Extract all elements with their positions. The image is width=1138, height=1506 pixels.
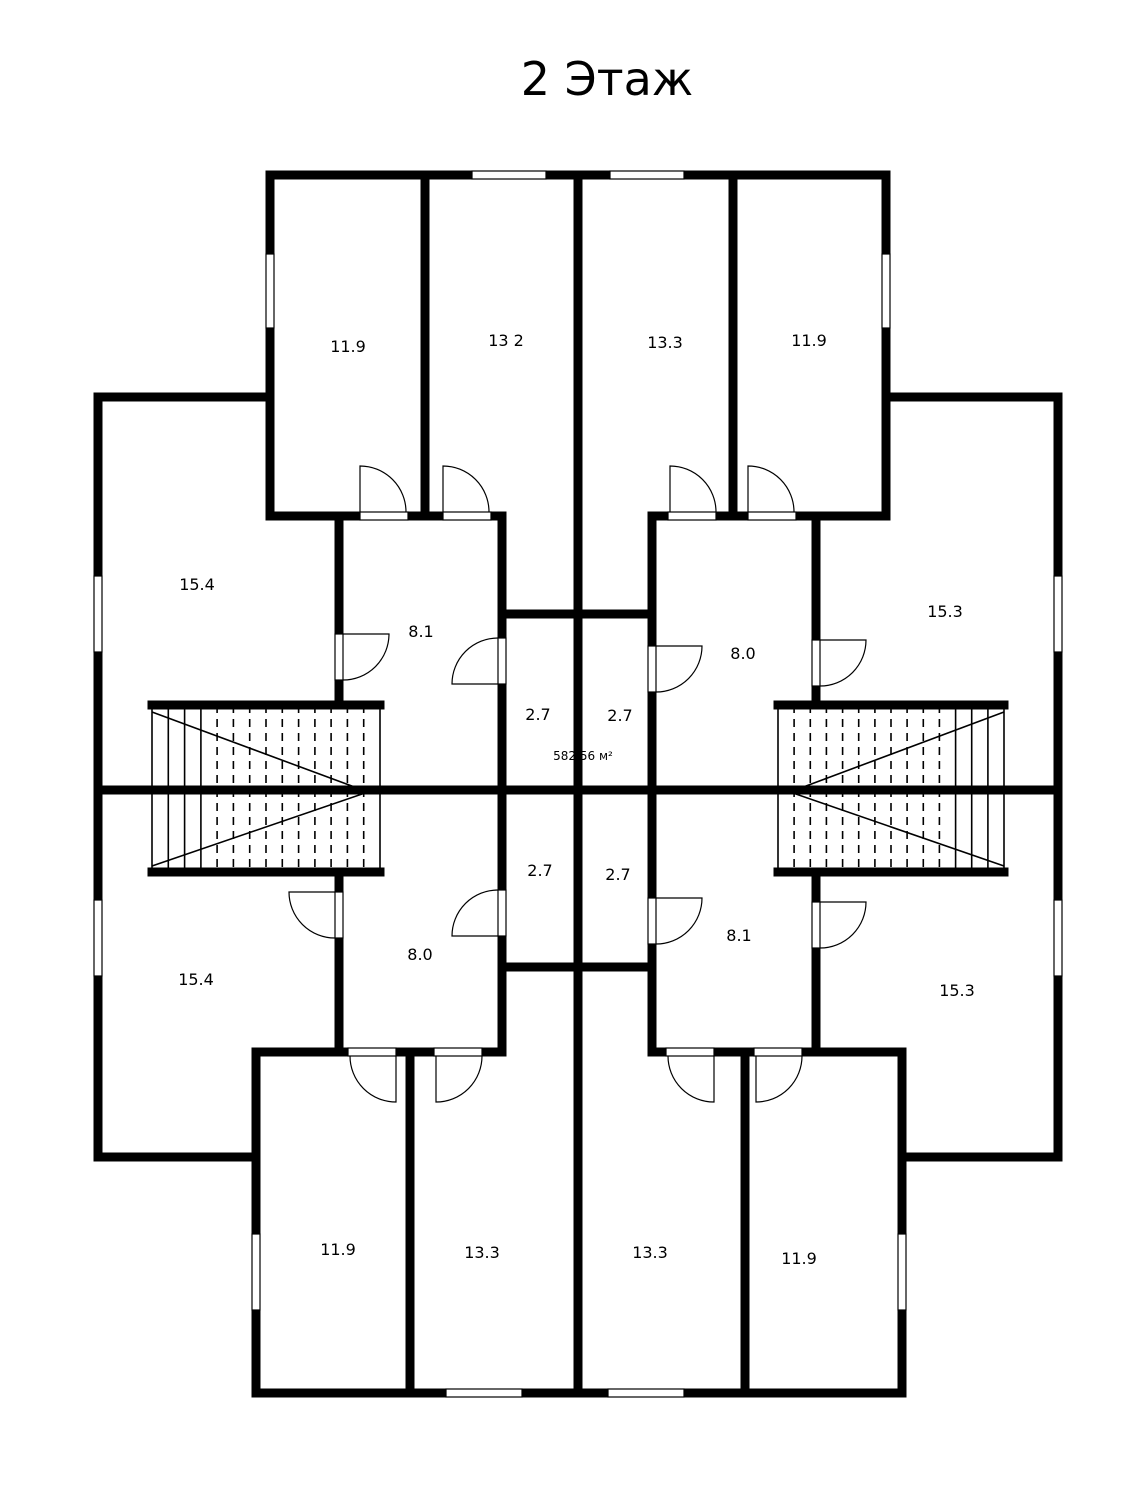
door-swing [655,645,703,693]
door-opening [497,889,507,937]
window [607,1388,685,1398]
door-swing [747,465,795,513]
bottom-bedrooms-top-wall-right [647,1047,907,1162]
total-area-label: 582.56 м² [553,749,613,763]
window [609,170,685,180]
room-area-label: 11.9 [791,331,827,350]
walls [93,170,1063,1398]
room-area-label: 2.7 [607,706,632,725]
window [251,1233,261,1311]
door-opening [442,511,492,521]
windows [93,170,1063,1398]
room-areas: 11.9 13 2 13.3 11.9 15.4 8.1 2.7 2.7 8.0… [178,331,975,1268]
door-swing [669,465,717,513]
door-opening [334,633,344,681]
top-bedrooms-bottom-wall [265,392,507,521]
floor-title: 2 Этаж [521,52,693,106]
door-opening [811,639,821,687]
door-opening [334,891,344,939]
bottom-bedrooms-top-wall [251,1047,507,1162]
door-swing [349,1055,397,1103]
room-area-label: 11.9 [781,1249,817,1268]
door-opening [347,1047,397,1057]
door-swing [451,889,499,937]
window [897,1233,907,1311]
door-swing [451,637,499,685]
doors [288,465,867,1103]
door-opening [497,637,507,685]
room-area-label: 15.4 [178,970,214,989]
stair-arrow [151,711,371,867]
room-area-label: 2.7 [605,865,630,884]
door-opening [747,511,797,521]
right-staircase [777,705,1005,872]
room-area-label: 8.1 [408,622,433,641]
door-opening [753,1047,803,1057]
room-area-label: 13.3 [464,1243,500,1262]
door-opening [811,901,821,949]
door-opening [667,511,717,521]
door-swing [342,633,390,681]
stair-arrow [787,711,1005,867]
window [93,899,103,977]
door-swing [288,891,336,939]
door-swing [819,639,867,687]
window [93,575,103,653]
door-swing [755,1055,803,1103]
door-opening [647,645,657,693]
left-staircase [151,705,381,872]
room-area-label: 13.3 [632,1243,668,1262]
room-area-label: 8.0 [730,644,755,663]
door-opening [647,897,657,945]
door-swing [359,465,407,513]
room-area-label: 15.3 [927,602,963,621]
window [1053,899,1063,977]
window [445,1388,523,1398]
window [881,253,891,329]
door-opening [665,1047,715,1057]
door-opening [359,511,409,521]
door-swing [442,465,490,513]
room-area-label: 13 2 [488,331,524,350]
room-area-label: 11.9 [330,337,366,356]
door-swing [819,901,867,949]
room-area-label: 2.7 [527,861,552,880]
room-area-label: 8.0 [407,945,432,964]
window [1053,575,1063,653]
door-swing [655,897,703,945]
window [265,253,275,329]
top-bedrooms-bottom-wall-right [647,392,891,521]
room-area-label: 8.1 [726,926,751,945]
room-area-label: 15.4 [179,575,215,594]
door-swing [435,1055,483,1103]
room-area-label: 13.3 [647,333,683,352]
door-swing [667,1055,715,1103]
room-area-label: 2.7 [525,705,550,724]
room-area-label: 15.3 [939,981,975,1000]
room-area-label: 11.9 [320,1240,356,1259]
window [471,170,547,180]
door-opening [433,1047,483,1057]
